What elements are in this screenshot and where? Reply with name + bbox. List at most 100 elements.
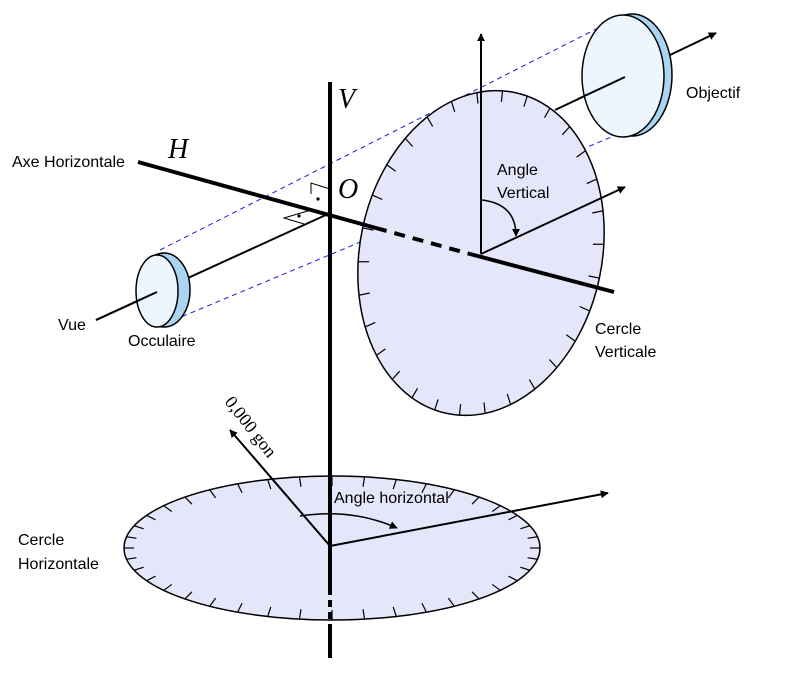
tick-mark [450,101,456,113]
tick-mark [133,525,144,530]
tick-mark [298,609,302,620]
tick-mark [528,379,536,390]
horizontal-axis-dashed [375,226,471,256]
right-angle-marker-bottom [282,209,312,225]
tick-mark [426,116,434,127]
label-objectif: Objectif [686,85,741,102]
tick-mark [483,402,486,414]
tick-mark [548,359,558,369]
tick-mark [527,557,538,560]
tick-mark [561,126,571,136]
tick-mark [586,178,598,185]
vertical-angle-arc [481,199,520,237]
tick-mark [543,107,551,119]
label-axe-horizontale: Axe Horizontale [12,154,125,171]
tick-mark [126,557,137,560]
horizontal-axis-right [469,252,615,294]
vertical-circle-ticks [358,90,604,416]
sight-line-eyepiece-out [95,291,158,321]
tick-mark [458,404,462,416]
objective-lens [581,13,673,138]
tick-mark [237,602,243,613]
label-cercle-verticale-1: Cercle [595,321,641,338]
tick-mark [386,164,396,172]
tick-mark [592,210,604,214]
tick-mark [146,575,156,582]
tick-mark [471,591,480,600]
tick-mark [508,575,518,582]
tick-mark [411,387,419,399]
label-angle-vertical-1: Angle [497,162,538,179]
tick-mark [520,566,531,571]
label-o: O [338,174,358,205]
tick-mark [506,393,512,405]
eyepiece-lens [135,252,191,328]
label-v: V [338,84,358,115]
sight-line-objective [577,76,626,100]
tick-mark [133,566,144,571]
right-angle-dot-top [316,197,320,201]
tick-mark [362,227,374,231]
tick-mark [391,370,401,380]
objective-arrow [669,32,717,56]
tick-mark [372,194,383,201]
tick-mark [491,583,501,591]
tick-mark [146,514,156,521]
tick-mark [392,606,397,617]
sight-dash-top [159,23,607,251]
tick-mark [520,525,531,530]
right-angle-marker-top [310,182,331,194]
tick-mark [209,597,217,607]
tick-mark [566,334,576,342]
tick-mark [476,92,479,104]
tick-mark [576,150,586,158]
tick-mark [421,602,427,613]
tick-mark [527,536,538,539]
tick-mark [588,275,600,279]
tick-mark [523,95,528,107]
tick-mark [376,348,386,356]
label-cercle-horizontale-1: Cercle [18,532,64,549]
horizontal-axis-left [137,160,377,230]
tick-mark [508,514,518,521]
label-angle-horizontal: Angle horizontal [334,490,449,507]
tick-mark [298,476,302,487]
label-occulaire: Occulaire [128,333,196,350]
tick-mark [392,479,397,490]
tick-mark [209,489,217,499]
right-angle-dot-bottom [297,214,301,218]
label-angle-vertical-2: Vertical [497,185,549,202]
tick-mark [421,483,427,494]
label-cercle-horizontale-2: Horizontale [18,556,99,573]
tick-mark [163,583,173,591]
tick-mark [362,609,366,620]
tick-mark [163,505,173,513]
tick-mark [267,606,272,617]
tick-mark [447,597,455,607]
tick-mark [184,591,193,600]
tick-mark [364,321,376,328]
tick-mark [404,137,414,147]
tick-mark [491,505,501,513]
horizontal-sight-arrow [329,490,609,547]
tick-mark [434,399,439,411]
label-h: H [167,134,190,165]
tick-mark [362,476,366,487]
tick-mark [447,489,455,499]
tick-mark [267,479,272,490]
tick-mark [184,496,193,505]
horizontal-circle-ticks [124,476,540,620]
tick-mark [471,496,480,505]
label-vue: Vue [58,317,86,334]
horizontal-angle-arc [299,512,398,529]
zero-gon-arrow [229,429,331,547]
tick-mark [126,536,137,539]
tick-mark [358,292,370,296]
tick-mark [237,483,243,494]
vertical-sight-arrow [480,186,626,255]
tick-mark [500,90,504,102]
tick-mark [579,305,590,312]
label-cercle-verticale-2: Verticale [595,344,656,361]
